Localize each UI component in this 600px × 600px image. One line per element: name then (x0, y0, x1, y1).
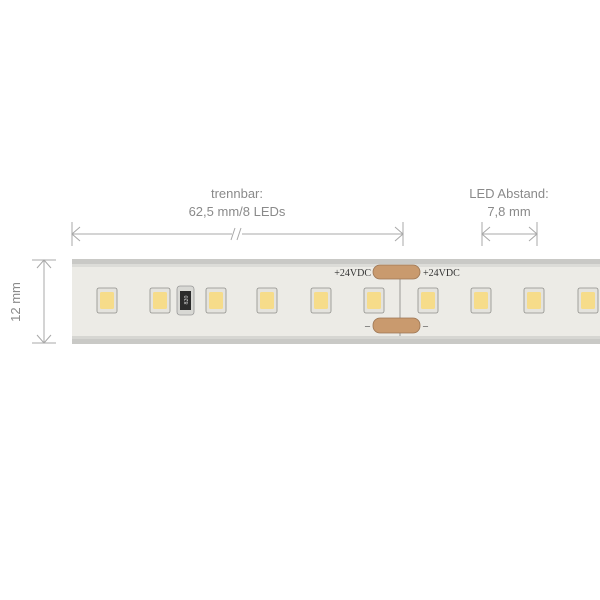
width-label: 12 mm (8, 282, 23, 322)
pitch-dimension-line (481, 222, 538, 246)
minus-label-left: – (364, 321, 371, 332)
resistor: 820 (176, 285, 195, 316)
solder-pad-plus (372, 264, 421, 280)
cut-title: trennbar: (211, 186, 263, 201)
led-chip (470, 287, 492, 314)
cut-value: 62,5 mm/8 LEDs (189, 204, 286, 219)
led-chip (256, 287, 278, 314)
led-chip (149, 287, 171, 314)
pitch-title: LED Abstand: (469, 186, 549, 201)
led-chip (363, 287, 385, 314)
led-chip (205, 287, 227, 314)
cut-dimension-line (71, 222, 404, 246)
minus-label-right: – (422, 321, 429, 332)
led-chip (96, 287, 118, 314)
voltage-label-right: +24VDC (423, 268, 460, 279)
led-strip: 820 +24VDC +24VDC – – (72, 259, 600, 344)
led-chip (310, 287, 332, 314)
voltage-label-left: +24VDC (334, 268, 371, 279)
width-dimension-line (32, 259, 56, 344)
led-chip (417, 287, 439, 314)
resistor-code: 820 (184, 296, 190, 305)
pitch-value: 7,8 mm (487, 204, 530, 219)
solder-pad-minus (372, 317, 421, 334)
led-chip (577, 287, 599, 314)
led-chip (523, 287, 545, 314)
